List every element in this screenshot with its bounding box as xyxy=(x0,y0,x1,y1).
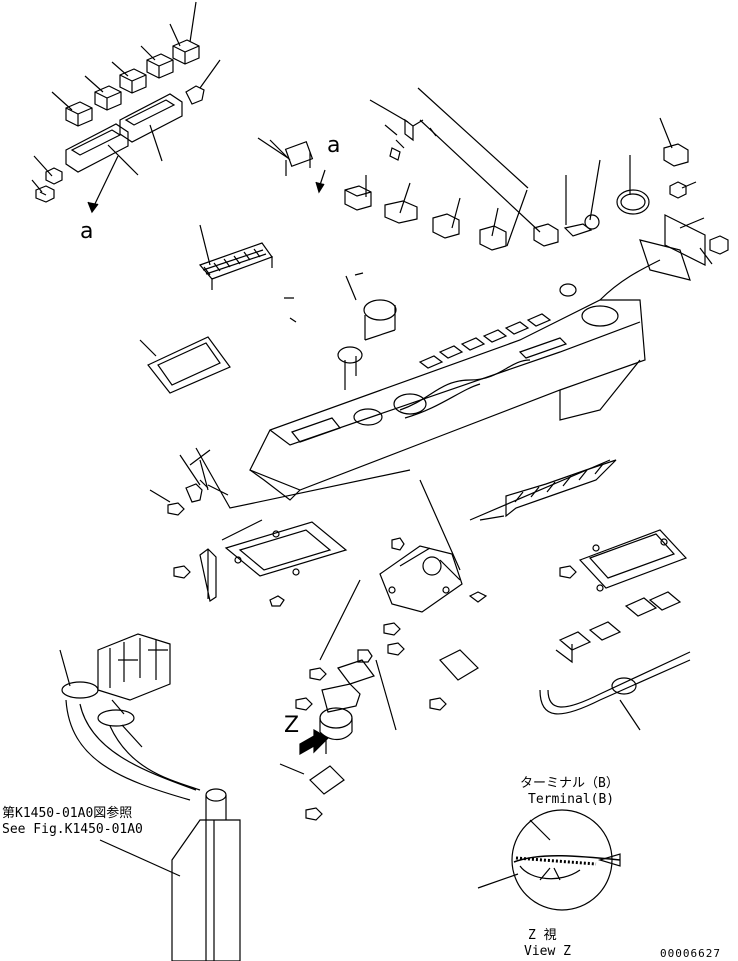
right-side-parts xyxy=(469,459,691,731)
terminal-label-en: Terminal(B) xyxy=(528,792,615,807)
top-left-switch-group xyxy=(31,1,221,214)
view-label-en: View Z xyxy=(524,944,571,959)
view-marker-label: Z xyxy=(284,713,300,738)
upper-parts xyxy=(257,87,729,281)
terminal-label-jp: ターミナル（B） xyxy=(520,776,619,791)
reference-label-en: See Fig.K1450-01A0 xyxy=(2,822,143,837)
left-brackets xyxy=(149,447,411,607)
view-z-detail xyxy=(477,809,621,911)
drawing-number: 00006627 xyxy=(660,947,721,960)
lower-left-assembly xyxy=(59,633,241,961)
instrument-panel xyxy=(249,259,661,501)
view-arrow-label-mid: a xyxy=(327,133,341,158)
keypad-and-frame xyxy=(139,224,273,394)
reference-label-jp: 第K1450-01A0図参照 xyxy=(2,806,133,821)
view-label-jp: Z 視 xyxy=(528,928,557,943)
center-brackets xyxy=(279,479,488,821)
view-arrow-label-top: a xyxy=(80,219,94,244)
